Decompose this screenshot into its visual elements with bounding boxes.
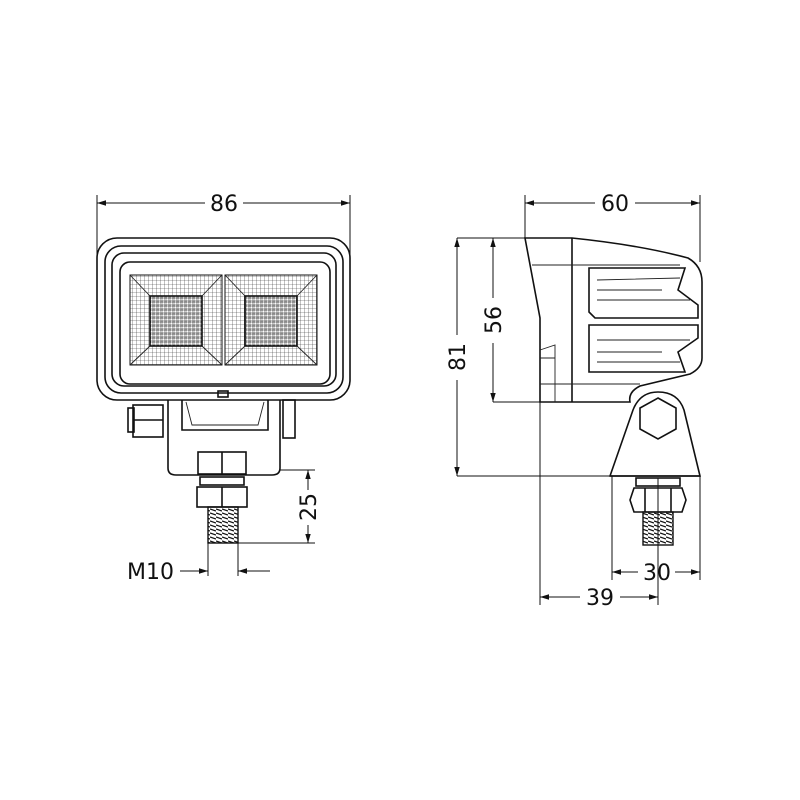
hex-bolt-head <box>639 397 677 440</box>
bracket-width-dimension-label: 30 <box>643 561 671 586</box>
cooling-fins <box>588 267 699 373</box>
led-reflector-left <box>129 274 223 366</box>
housing-height-dimension-label: 56 <box>482 306 507 334</box>
housing-side-outline <box>524 237 703 403</box>
stud-height-dimension-label: 25 <box>297 493 322 521</box>
width-dimension-label: 86 <box>210 192 238 217</box>
thread-size-label: M10 <box>127 560 174 585</box>
side-bolt <box>127 399 296 439</box>
depth-dimension-label: 60 <box>601 192 629 217</box>
led-reflector-right <box>224 274 318 366</box>
side-view: 60 81 56 <box>446 192 703 611</box>
total-height-dimension-label: 81 <box>446 343 471 371</box>
offset-dimension-label: 39 <box>586 586 614 611</box>
mounting-bracket <box>167 400 281 544</box>
side-bracket <box>608 391 702 546</box>
front-view: 86 <box>96 192 351 585</box>
housing-outline <box>96 237 351 401</box>
